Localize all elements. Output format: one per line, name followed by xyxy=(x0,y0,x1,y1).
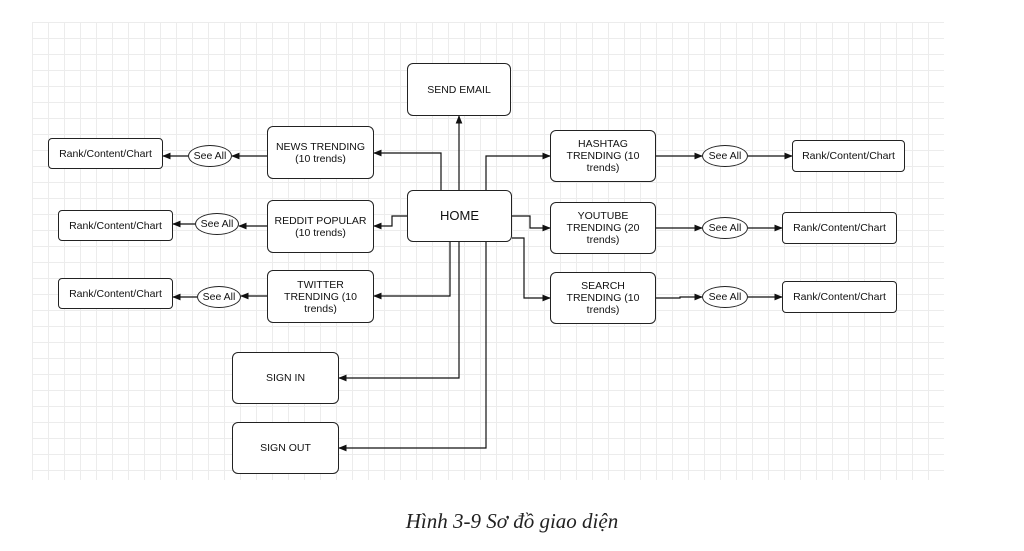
see-all-youtube: See All xyxy=(702,217,748,239)
node-twitter-trending: TWITTER TRENDING (10 trends) xyxy=(267,270,374,323)
node-home: HOME xyxy=(407,190,512,242)
edge-search-seeall xyxy=(656,293,703,301)
edge-home-twitter xyxy=(373,242,451,300)
node-sign-out: SIGN OUT xyxy=(232,422,339,474)
see-all-search: See All xyxy=(702,286,748,308)
see-all-news: See All xyxy=(188,145,232,167)
node-hashtag-trending: HASHTAG TRENDING (10 trends) xyxy=(550,130,656,182)
see-all-twitter: See All xyxy=(197,286,241,308)
rank-content-chart-search: Rank/Content/Chart xyxy=(782,281,897,313)
edge-home-hashtag xyxy=(485,152,551,190)
node-search-trending: SEARCH TRENDING (10 trends) xyxy=(550,272,656,324)
edge-home-news xyxy=(373,149,442,190)
edge-home-youtube xyxy=(512,215,551,232)
rank-content-chart-hashtag: Rank/Content/Chart xyxy=(792,140,905,172)
rank-content-chart-news: Rank/Content/Chart xyxy=(48,138,163,169)
node-sign-in: SIGN IN xyxy=(232,352,339,404)
edge-home-signout xyxy=(338,242,487,452)
rank-content-chart-twitter: Rank/Content/Chart xyxy=(58,278,173,309)
node-news-trending: NEWS TRENDING (10 trends) xyxy=(267,126,374,179)
node-reddit-popular: REDDIT POPULAR (10 trends) xyxy=(267,200,374,253)
edge-home-reddit xyxy=(373,215,407,230)
node-send-email: SEND EMAIL xyxy=(407,63,511,116)
edge-home-signin xyxy=(338,242,460,382)
rank-content-chart-reddit: Rank/Content/Chart xyxy=(58,210,173,241)
see-all-hashtag: See All xyxy=(702,145,748,167)
see-all-reddit: See All xyxy=(195,213,239,235)
node-youtube-trending: YOUTUBE TRENDING (20 trends) xyxy=(550,202,656,254)
figure-caption: Hình 3-9 Sơ đồ giao diện xyxy=(405,509,619,533)
edge-home-search xyxy=(512,237,551,302)
rank-content-chart-youtube: Rank/Content/Chart xyxy=(782,212,897,244)
